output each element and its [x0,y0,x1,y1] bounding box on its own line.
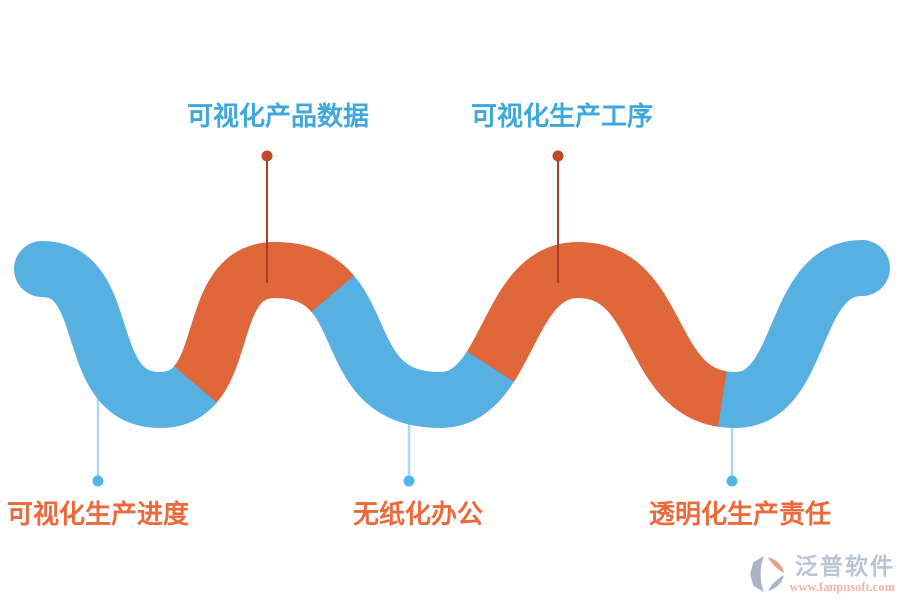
watermark: 泛普软件 www.fanpusoft.com [748,553,895,594]
callout-dot-paperless [403,475,415,487]
label-production-responsibility: 透明化生产责任 [648,499,832,529]
callout-dot-progress [92,475,104,487]
callout-dot-responsibility [726,475,738,487]
callout-dot-product-data [261,150,273,162]
ribbon-blue-path [14,240,890,429]
logo-swoosh-shape [768,574,785,591]
label-product-data: 可视化产品数据 [186,101,370,131]
callout-dot-process [552,150,564,162]
label-paperless-office: 无纸化办公 [352,499,484,529]
watermark-url-text: www.fanpusoft.com [789,579,895,594]
label-production-process: 可视化生产工序 [470,101,654,131]
watermark-brand-text: 泛普软件 [795,553,895,580]
logo-leaf-shape [768,556,785,573]
label-production-progress: 可视化生产进度 [6,499,190,529]
fanpu-logo-icon [750,555,785,592]
logo-left-shape [750,555,765,592]
